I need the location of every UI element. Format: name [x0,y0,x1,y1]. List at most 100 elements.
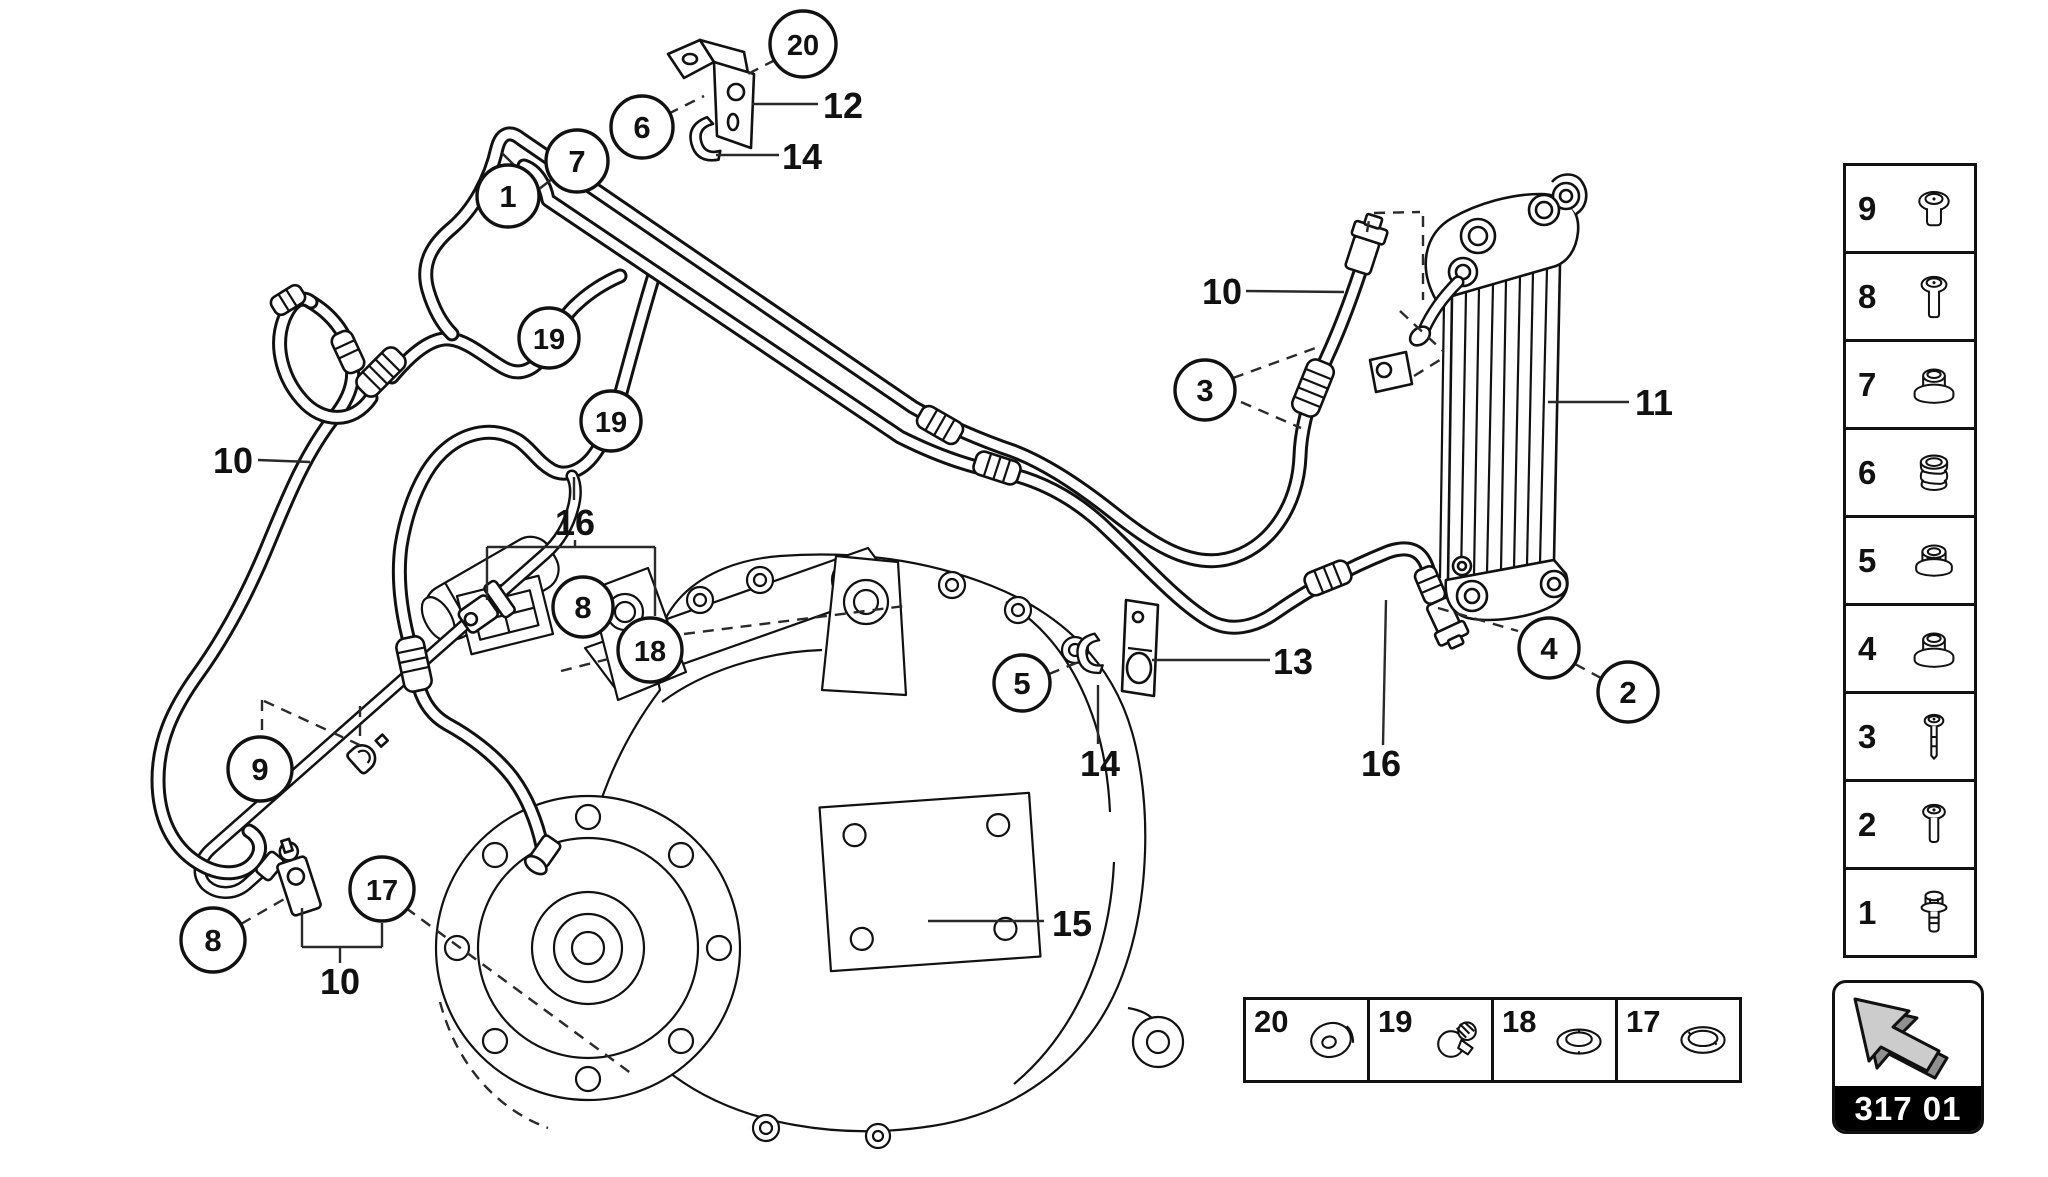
callout-19[interactable]: 19 [579,389,643,453]
hex-flange-bolt-icon [1920,890,1948,933]
svg-text:2: 2 [1619,675,1636,710]
callout-6[interactable]: 6 [609,94,675,160]
crimp-ferrule [915,404,965,446]
fastener-number: 4 [1858,629,1877,667]
pan-head-screw-medium-icon [1922,803,1946,843]
diagram-code-box[interactable]: 317 01 [1832,980,1984,1134]
callout-3[interactable]: 3 [1173,358,1237,422]
callout-8[interactable]: 8 [551,575,615,639]
differential-unit [420,535,1185,1150]
part-label-15: 15 [1052,903,1092,944]
svg-text:3: 3 [1196,373,1213,408]
hose-union-fitting [1344,212,1389,276]
fastener-number: 9 [1858,189,1877,227]
fastener-number: 8 [1858,277,1877,315]
fastener-number: 2 [1858,805,1877,843]
retaining-clip-14b [1076,632,1104,675]
svg-text:1: 1 [499,179,516,214]
part-label-10: 10 [320,961,360,1002]
callout-5[interactable]: 5 [992,653,1052,713]
brackets-and-clips [276,38,1160,917]
fastener-row-2[interactable]: 2 [1846,782,1974,870]
seal-number: 17 [1626,1004,1661,1039]
fastener-number: 7 [1858,365,1877,403]
seal-cell-18[interactable]: 18 [1494,1000,1618,1080]
part-label-14: 14 [1080,743,1120,784]
fastener-row-3[interactable]: 3 [1846,694,1974,782]
fastener-row-5[interactable]: 5 [1846,518,1974,606]
pipe-sleeve [269,283,307,317]
fastener-row-6[interactable]: 6 [1846,430,1974,518]
callout-9[interactable]: 9 [226,735,294,803]
fastener-number: 1 [1858,893,1877,931]
seal-number: 18 [1502,1004,1537,1039]
vertical-bracket [820,554,908,697]
hose-bellows [395,635,433,693]
callout-8[interactable]: 8 [179,906,247,974]
fastener-row-7[interactable]: 7 [1846,342,1974,430]
callout-4[interactable]: 4 [1517,616,1581,680]
svg-text:18: 18 [634,636,666,668]
seal-number: 20 [1254,1004,1289,1039]
seal-cell-19[interactable]: 19 [1370,1000,1494,1080]
svg-text:4: 4 [1540,631,1558,666]
sealing-washer-icon [1310,1021,1355,1059]
pipe-bracket-12 [666,38,756,150]
dashed-locator-lines [240,58,1602,1130]
callout-7[interactable]: 7 [544,128,610,194]
cooler-mount-tab [1368,350,1414,394]
svg-text:6: 6 [633,110,650,145]
svg-text:7: 7 [568,144,585,179]
fastener-row-1[interactable]: 1 [1846,870,1974,955]
callout-20[interactable]: 20 [768,9,838,79]
hose-bellows [1290,358,1336,418]
seal-cell-17[interactable]: 17 [1618,1000,1739,1080]
svg-text:8: 8 [574,590,591,625]
pipe-end-fitting [255,850,285,882]
seal-cell-20[interactable]: 20 [1246,1000,1370,1080]
callout-19[interactable]: 19 [517,306,581,370]
callout-17[interactable]: 17 [348,855,416,923]
crimp-ferrule [330,329,366,375]
crimp-ferrule [355,346,407,398]
rubber-grommet-icon [1919,454,1949,491]
seal-ring-icon [1556,1028,1602,1055]
crimp-ferrule [1303,559,1353,597]
svg-text:5: 5 [1013,666,1030,701]
o-ring-icon [1680,1026,1726,1054]
fastener-row-9[interactable]: 9 [1846,166,1974,254]
fastener-row-8[interactable]: 8 [1846,254,1974,342]
diff-port-fitting [523,834,562,876]
fastener-number: 6 [1858,453,1877,491]
hex-flange-nut-icon [1915,543,1953,577]
part-label-10: 10 [213,440,253,481]
diagram-code: 317 01 [1835,1086,1981,1131]
pan-head-screw-long-icon [1920,275,1948,318]
back-arrow-icon [1853,997,1949,1080]
part-label-14: 14 [782,136,822,177]
svg-text:8: 8 [204,923,221,958]
leader-lines [257,102,1629,963]
part-label-16: 16 [1361,743,1401,784]
pipe-clamp [346,733,390,775]
thin-screw-long-icon [1923,713,1945,760]
part-label-13: 13 [1273,641,1313,682]
callout-1[interactable]: 1 [475,163,541,229]
callout-2[interactable]: 2 [1596,660,1660,724]
svg-text:19: 19 [533,324,565,356]
double-pipe-clamp [457,579,516,634]
svg-text:19: 19 [595,407,627,439]
collar-bushing-icon [1913,631,1955,668]
part-label-12: 12 [823,85,863,126]
support-plate-13 [1120,598,1160,698]
end-bracket-plate [276,837,322,917]
pipe-clip-icon [1437,1021,1477,1058]
callout-18[interactable]: 18 [616,616,684,684]
fastener-row-4[interactable]: 4 [1846,606,1974,694]
part-label-10: 10 [1202,271,1242,312]
pan-head-screw-short-icon [1918,190,1950,226]
svg-text:20: 20 [787,30,819,62]
